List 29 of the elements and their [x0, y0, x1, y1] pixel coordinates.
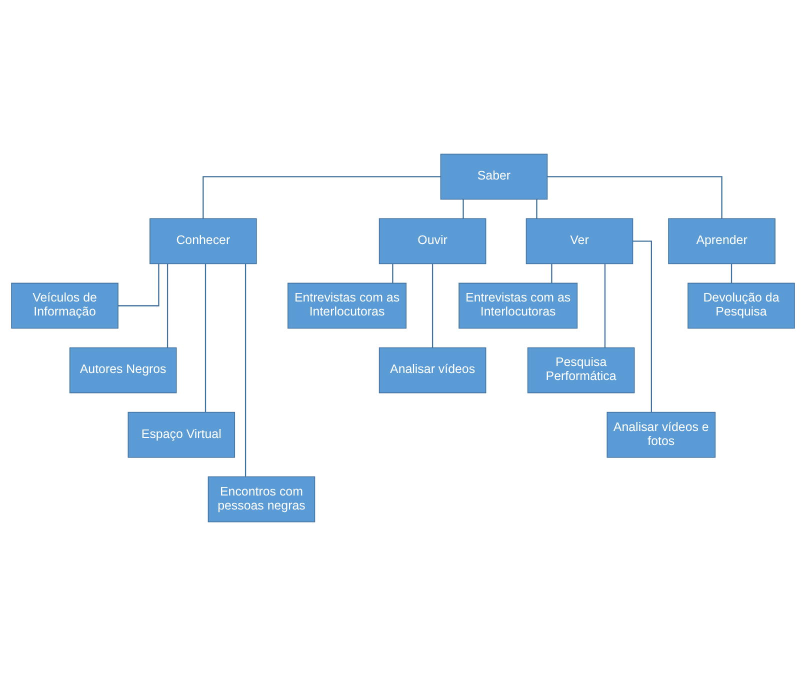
node-box: Ver — [526, 218, 634, 264]
connector — [166, 263, 168, 348]
connector — [547, 176, 722, 218]
node-box: Pesquisa Performática — [527, 346, 635, 393]
connector — [536, 198, 538, 218]
node-box: Encontros com pessoas negras — [208, 476, 316, 522]
node-box: Autores Negros — [69, 346, 177, 393]
node-box: Aprender — [668, 218, 776, 264]
connector — [202, 176, 441, 218]
node-box: Devolução da Pesquisa — [688, 282, 795, 328]
connector — [462, 198, 464, 218]
node-box: Entrevistas com as Interlocutoras — [288, 282, 406, 328]
connector — [632, 240, 652, 412]
node-box: Analisar vídeos e fotos — [606, 411, 716, 458]
node-box: Conhecer — [150, 218, 257, 264]
connector — [604, 263, 606, 348]
connector — [432, 263, 434, 348]
node-box: Veículos de Informação — [11, 282, 118, 328]
connector — [204, 263, 206, 412]
connector — [118, 263, 160, 306]
connector — [551, 263, 552, 283]
node-box: Saber — [440, 153, 548, 200]
node-box: Ouvir — [378, 218, 486, 264]
node-box: Analisar vídeos — [378, 346, 486, 393]
connector — [730, 263, 732, 283]
node-box: Espaço Virtual — [128, 411, 236, 458]
connector — [392, 263, 394, 283]
node-box: Entrevistas com as Interlocutoras — [458, 282, 578, 328]
connector — [244, 263, 246, 476]
